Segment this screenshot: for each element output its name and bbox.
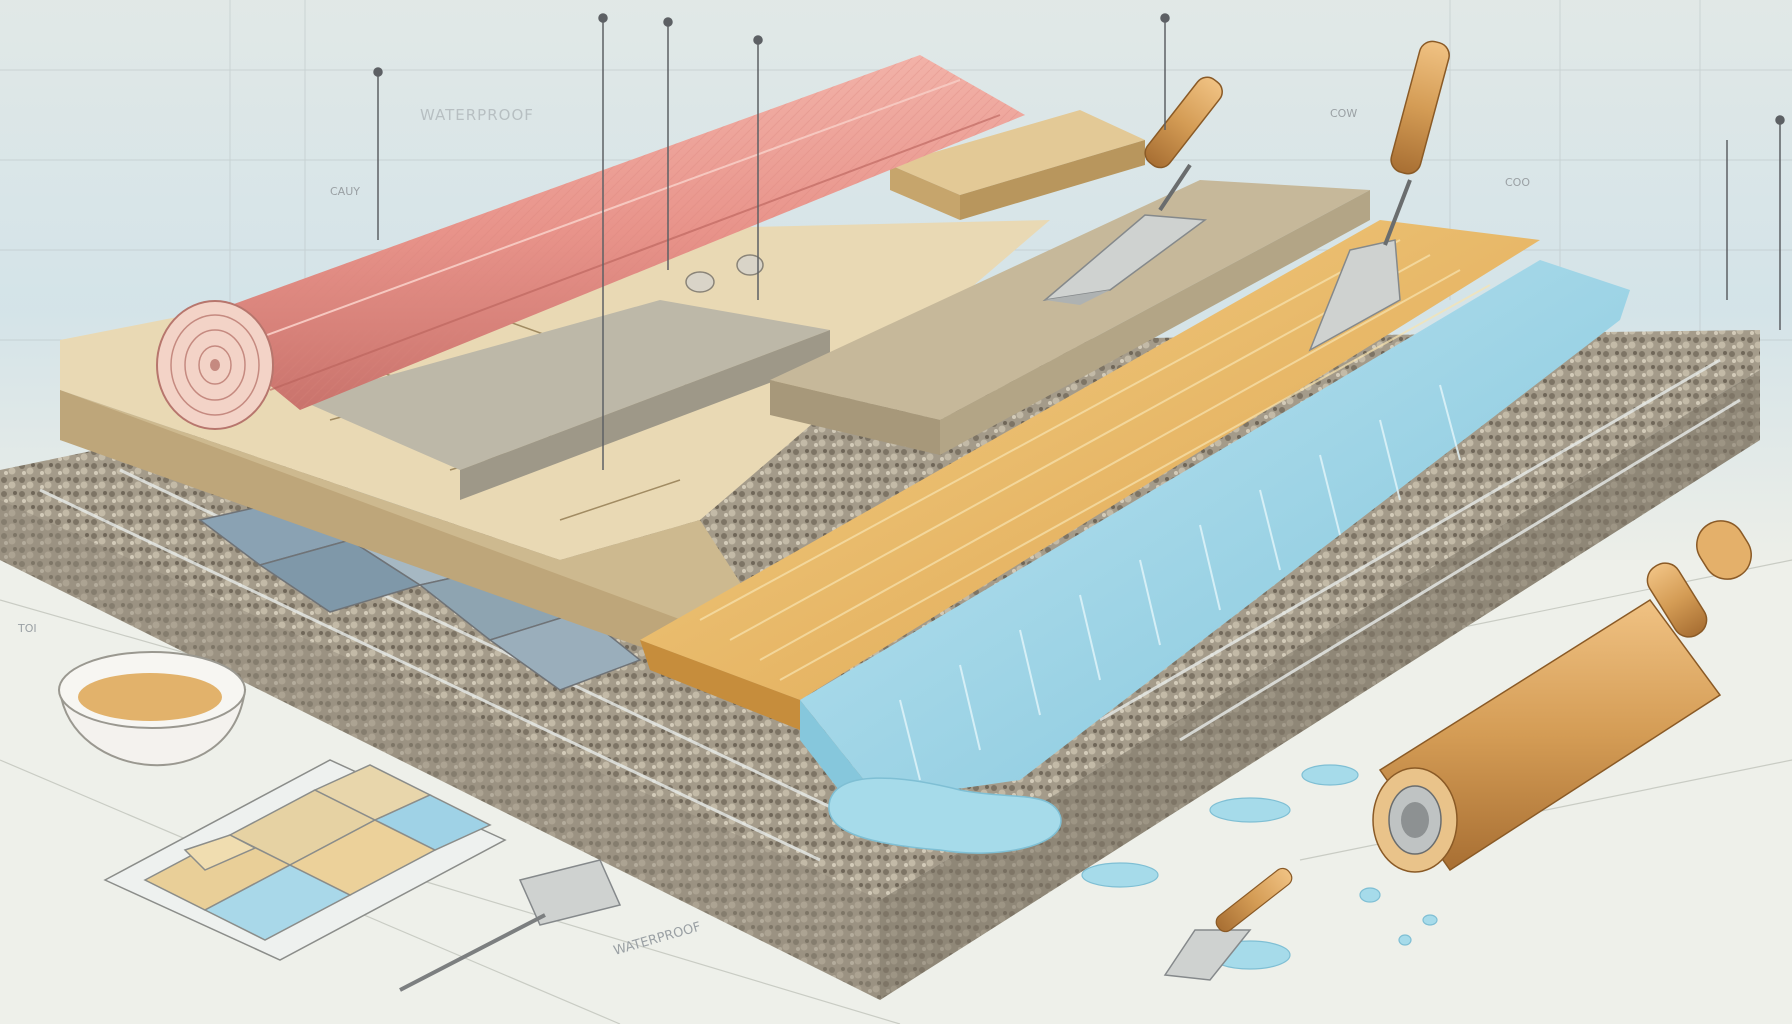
tag-label-mid: COW	[1330, 107, 1357, 120]
rolling-pin-icon	[1372, 520, 1752, 873]
tile-sample-icon	[103, 759, 507, 961]
tag-label-right: COO	[1505, 176, 1530, 189]
fastener-studs	[685, 254, 764, 293]
putty-knife-icon	[1163, 867, 1293, 981]
insulation-roll-icon	[156, 55, 1025, 430]
trowel-icon	[1042, 76, 1223, 305]
small-plank	[890, 110, 1145, 220]
margin-trowel-icon	[1308, 40, 1450, 352]
tag-label-left: CAUY	[330, 185, 360, 198]
scraper-icon	[399, 859, 622, 992]
header-label: WATERPROOF	[420, 106, 534, 124]
annotation-pins	[373, 13, 1785, 470]
mixing-bowl-icon	[58, 651, 247, 766]
tag-label-margin: TOI	[17, 622, 37, 635]
liquid-waterproofing	[800, 260, 1630, 970]
grey-stone-strip	[300, 300, 830, 500]
liquid-puddle	[828, 777, 1062, 854]
